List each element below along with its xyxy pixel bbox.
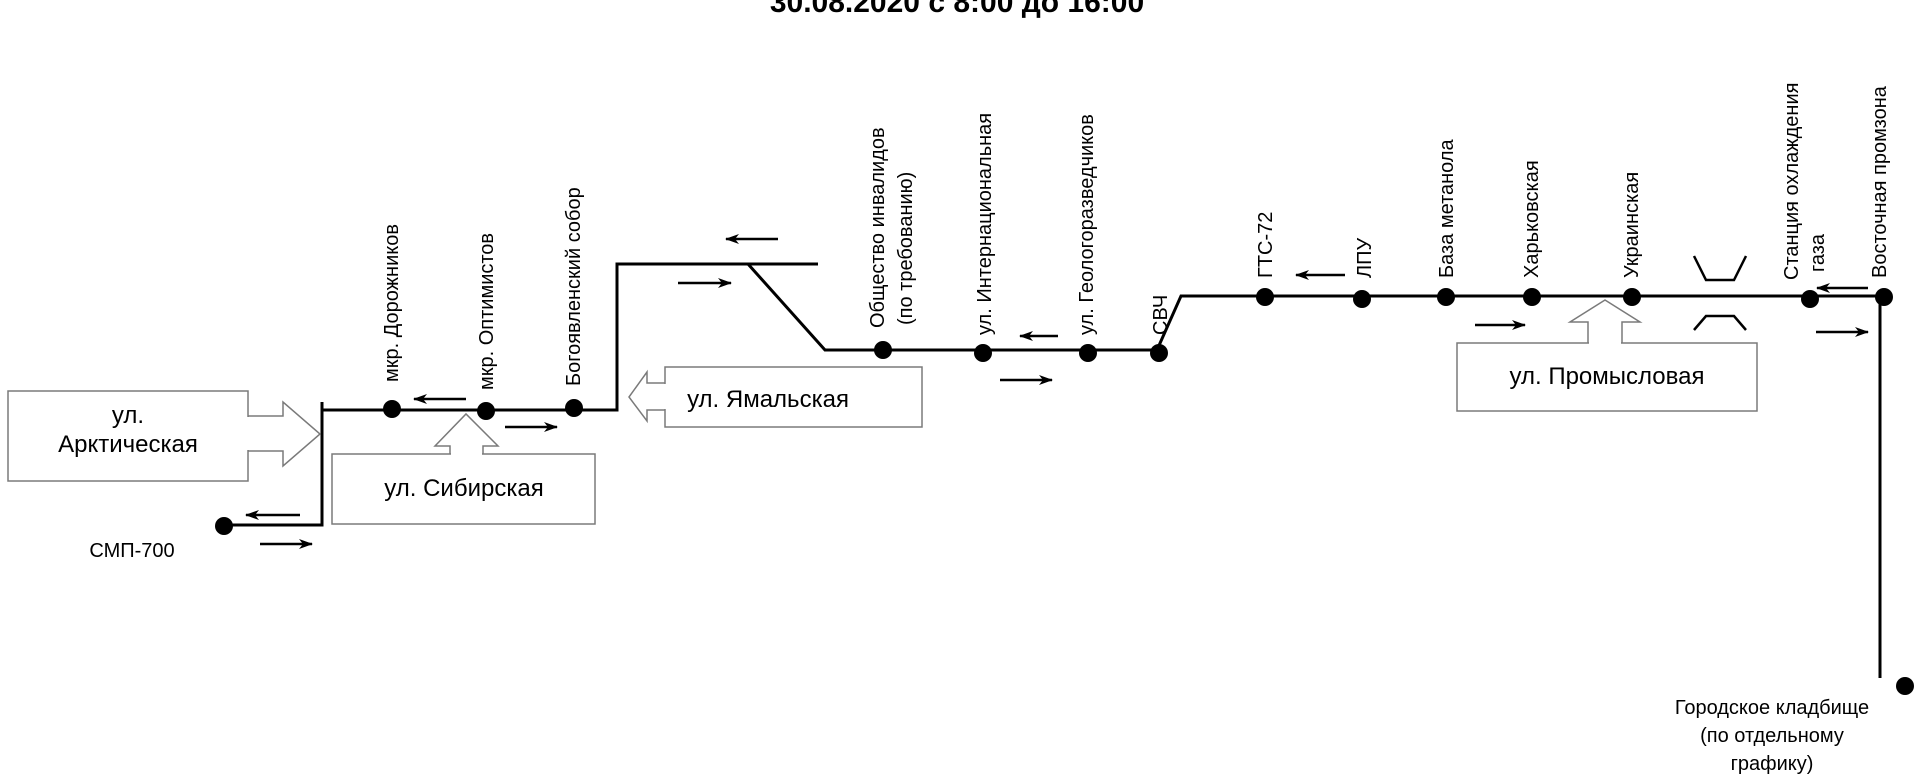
street-box-promyslovaya: ул. Промысловая	[1456, 299, 1758, 412]
stop-label-svch: СВЧ	[1150, 295, 1172, 335]
stop-dot-stantsiya	[1801, 290, 1819, 308]
arkticheskaya-label-2: Арктическая	[58, 431, 198, 458]
crossing-mark-bottom	[1693, 314, 1747, 331]
stop-label-kharkovskaya: Харьковская	[1521, 160, 1543, 278]
arkticheskaya-label-1: ул.	[112, 402, 144, 429]
stop-dot-sobor	[565, 399, 583, 417]
stop-label-gts72: ГТС-72	[1255, 212, 1277, 278]
stop-dot-kharkovskaya	[1523, 288, 1541, 306]
street-box-sibirskaya: ул. Сибирская	[331, 412, 596, 525]
stop-dot-invalidov	[874, 341, 892, 359]
stop-label-dorozhnikov: мкр. Дорожников	[381, 224, 403, 382]
stop-dot-smp700	[215, 517, 233, 535]
stop-label-promzona: Восточная промзона	[1869, 85, 1891, 278]
stop-label-invalidov-1: Общество инвалидов	[867, 127, 889, 328]
stop-label-internatsionalnaya: ул. Интернациональная	[974, 113, 996, 335]
stop-label-kladbishche-3: графику)	[1731, 753, 1814, 775]
stop-dot-baza-metanola	[1437, 288, 1455, 306]
yamalskaya-arrow	[628, 369, 667, 424]
stop-dot-promzona	[1875, 288, 1893, 306]
stop-dot-kladbishche	[1896, 677, 1914, 695]
stop-label-ukrainskaya: Украинская	[1621, 172, 1643, 278]
stop-dot-svch	[1150, 344, 1168, 362]
stop-label-stantsiya-2: газа	[1807, 233, 1829, 272]
arkticheskaya-arrow	[247, 400, 322, 468]
street-box-yamalskaya: ул. Ямальская	[628, 366, 923, 428]
stop-label-smp700: СМП-700	[89, 540, 174, 562]
crossing-mark-top	[1692, 255, 1748, 282]
stop-label-optimistov: мкр. Оптимистов	[476, 233, 498, 390]
stop-label-invalidov-2: (по требованию)	[895, 172, 917, 325]
sibirskaya-arrow	[433, 412, 500, 456]
stop-dot-dorozhnikov	[383, 400, 401, 418]
stop-dot-internatsionalnaya	[974, 344, 992, 362]
crossing-marks	[1692, 255, 1748, 331]
stop-label-kladbishche-2: (по отдельному	[1700, 725, 1844, 747]
stop-dot-geologorazvedchikov	[1079, 344, 1097, 362]
street-box-arkticheskaya: ул. Арктическая	[7, 390, 322, 482]
stop-label-stantsiya-1: Станция охлаждения	[1781, 83, 1803, 280]
promyslovaya-arrow	[1567, 299, 1643, 345]
direction-arrows	[245, 234, 1869, 549]
stop-dot-ukrainskaya	[1623, 288, 1641, 306]
stop-dot-lpu	[1353, 290, 1371, 308]
stop-label-lpu: ЛПУ	[1354, 238, 1376, 279]
diagram-title: 30.08.2020 с 8:00 до 16:00	[770, 0, 1144, 19]
sibirskaya-label: ул. Сибирская	[384, 475, 543, 502]
yamalskaya-label: ул. Ямальская	[687, 386, 849, 413]
stop-label-kladbishche-1: Городское кладбище	[1675, 697, 1869, 719]
stops: СМП-700 мкр. Дорожников мкр. Оптимистов …	[89, 83, 1914, 775]
stop-label-sobor: Богоявленский собор	[563, 187, 585, 386]
stop-label-geologorazvedchikov: ул. Геологоразведчиков	[1076, 114, 1098, 335]
stop-dot-optimistov	[477, 402, 495, 420]
stop-label-baza-metanola: База метанола	[1436, 138, 1458, 278]
stop-dot-gts72	[1256, 288, 1274, 306]
promyslovaya-label: ул. Промысловая	[1510, 363, 1705, 390]
